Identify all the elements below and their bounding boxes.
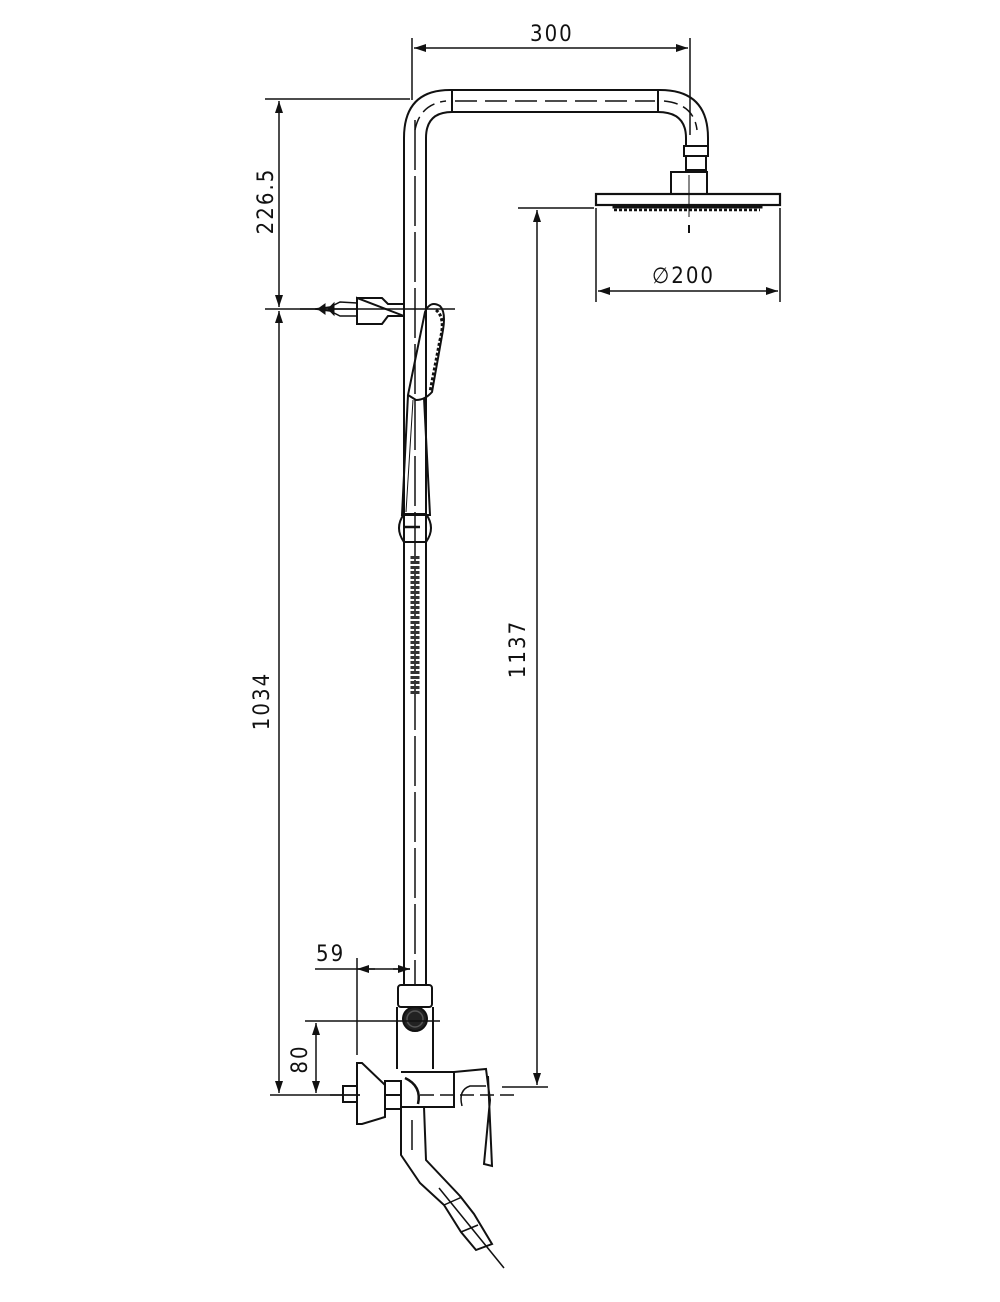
label-1034: 1034: [250, 671, 275, 731]
label-diameter-200: ∅200: [652, 264, 716, 289]
riser-pipe: [403, 120, 427, 985]
diverter: [396, 984, 434, 1069]
dimension-1034: [270, 311, 360, 1096]
flexible-hose: [403, 546, 427, 698]
hand-shower: [400, 303, 445, 516]
mixer-valve: [330, 1062, 520, 1168]
dimension-300: [411, 38, 691, 135]
label-226-5: 226.5: [254, 167, 279, 235]
dimension-80: [305, 1020, 440, 1093]
hand-shower-holder-bracket: [300, 296, 405, 325]
dimension-diameter-200: [595, 208, 781, 302]
label-300: 300: [530, 22, 574, 47]
hand-shower-holder-slider: [398, 513, 432, 543]
bath-spout: [400, 1106, 505, 1269]
label-1137: 1137: [506, 619, 531, 679]
rain-shower-head: [594, 171, 782, 233]
label-59: 59: [316, 942, 346, 967]
dimension-59: [315, 958, 410, 1055]
overhead-shower-arm: [403, 89, 709, 310]
dimension-1137: [502, 207, 594, 1088]
label-80: 80: [288, 1044, 313, 1074]
dimension-226-5: [265, 98, 455, 310]
